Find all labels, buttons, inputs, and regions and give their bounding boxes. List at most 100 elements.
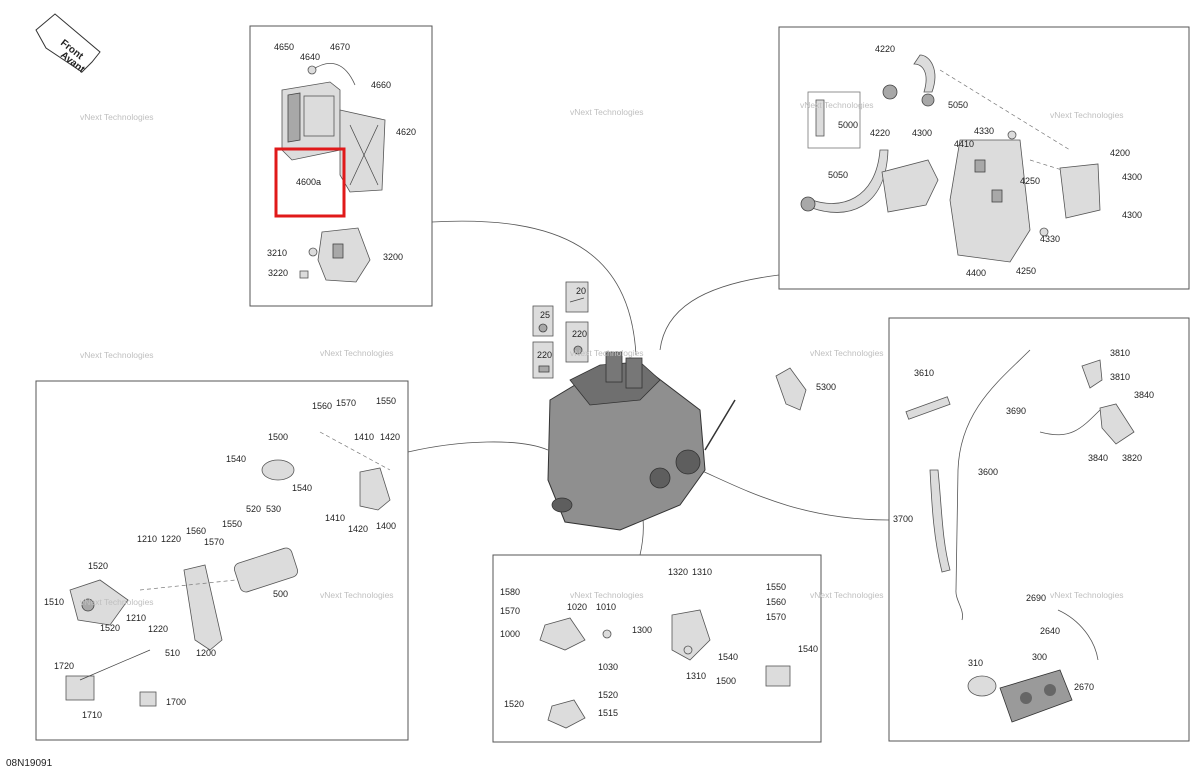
callout-label: 1550 — [222, 519, 242, 529]
callout-label: 2690 — [1026, 593, 1046, 603]
callout-label: 5050 — [828, 170, 848, 180]
callout-label: 300 — [1032, 652, 1047, 662]
panel-throttle-body — [888, 317, 1190, 742]
callout-label: 4620 — [396, 127, 416, 137]
watermark-text: vNext Technologies — [800, 100, 874, 110]
callout-label: 1000 — [500, 629, 520, 639]
watermark-text: vNext Technologies — [570, 107, 644, 117]
callout-label: 1550 — [766, 582, 786, 592]
callout-label: 4330 — [974, 126, 994, 136]
callout-label: 3600 — [978, 467, 998, 477]
callout-label: 4410 — [954, 139, 974, 149]
callout-label: 3840 — [1088, 453, 1108, 463]
watermark-text: vNext Technologies — [320, 590, 394, 600]
engine-block-drawing — [532, 281, 807, 531]
callout-label: 1540 — [226, 454, 246, 464]
callout-label: 1310 — [686, 671, 706, 681]
callout-label: 1720 — [54, 661, 74, 671]
callout-label: 1030 — [598, 662, 618, 672]
callout-label: 1570 — [204, 537, 224, 547]
callout-label: 310 — [968, 658, 983, 668]
callout-label: 1550 — [376, 396, 396, 406]
callout-label: 3690 — [1006, 406, 1026, 416]
callout-label: 4220 — [875, 44, 895, 54]
watermark-text: vNext Technologies — [80, 350, 154, 360]
callout-label: 1580 — [500, 587, 520, 597]
watermark-text: vNext Technologies — [570, 348, 644, 358]
callout-label: 1540 — [718, 652, 738, 662]
callout-label: 3220 — [268, 268, 288, 278]
callout-label: 4640 — [300, 52, 320, 62]
watermark-text: vNext Technologies — [80, 597, 154, 607]
callout-label: 1510 — [44, 597, 64, 607]
callout-label: 1560 — [186, 526, 206, 536]
callout-label: 510 — [165, 648, 180, 658]
callout-label: 1570 — [500, 606, 520, 616]
callout-label: 1570 — [336, 398, 356, 408]
watermark-text: vNext Technologies — [810, 348, 884, 358]
watermark-text: vNext Technologies — [1050, 110, 1124, 120]
callout-label: 4660 — [371, 80, 391, 90]
callout-label: 1520 — [504, 699, 524, 709]
ignition-coil-drawing — [800, 54, 1101, 263]
callout-label: 1420 — [348, 524, 368, 534]
drawing-number: 08N19091 — [6, 758, 53, 769]
panel-starter — [35, 380, 409, 741]
callout-label: 1500 — [716, 676, 736, 686]
callout-label: 220 — [537, 350, 552, 360]
watermark-text: vNext Technologies — [810, 590, 884, 600]
callout-label: 1320 — [668, 567, 688, 577]
callout-label: 25 — [540, 310, 550, 320]
callout-label: 3810 — [1110, 348, 1130, 358]
mount-callouts: 1320 1310 1580 1550 1020 1010 1560 1570 … — [500, 567, 818, 718]
callout-label: 3840 — [1134, 390, 1154, 400]
ignition-callouts: 4220 5050 5000 4220 4300 4330 4410 4200 … — [828, 44, 1142, 278]
callout-label: 4650 — [274, 42, 294, 52]
callout-label: 3700 — [893, 514, 913, 524]
callout-label: 4220 — [870, 128, 890, 138]
watermark-text: vNext Technologies — [1050, 590, 1124, 600]
callout-label: 4250 — [1020, 176, 1040, 186]
starter-assembly-drawing — [65, 431, 391, 707]
callout-label: 20 — [576, 286, 586, 296]
callout-label: 2670 — [1074, 682, 1094, 692]
watermarks: vNext Technologies vNext Technologies vN… — [80, 100, 1124, 607]
callout-label: 1540 — [798, 644, 818, 654]
callout-label: 4300 — [1122, 172, 1142, 182]
callout-label: 3210 — [267, 248, 287, 258]
callout-label: 1515 — [598, 708, 618, 718]
callout-label: 4300 — [912, 128, 932, 138]
highlight-label: 4600a — [296, 177, 321, 187]
panel-ecm — [249, 25, 433, 307]
callout-label: 1570 — [766, 612, 786, 622]
callout-label: 1220 — [148, 624, 168, 634]
ecm-callouts: 4650 4640 4670 4660 4620 3210 3200 3220 — [267, 42, 416, 278]
callout-label: 1520 — [100, 623, 120, 633]
callout-label: 5050 — [948, 100, 968, 110]
callout-label: 3200 — [383, 252, 403, 262]
callout-label: 1220 — [161, 534, 181, 544]
callout-label: 220 — [572, 329, 587, 339]
watermark-text: vNext Technologies — [570, 590, 644, 600]
highlight-box — [274, 147, 346, 218]
callout-label: 530 — [266, 504, 281, 514]
callout-label: 1310 — [692, 567, 712, 577]
callout-label: 1410 — [325, 513, 345, 523]
callout-label: 5000 — [838, 120, 858, 130]
callout-label: 1700 — [166, 697, 186, 707]
engine-mount-drawing — [539, 609, 791, 729]
callout-label: 4300 — [1122, 210, 1142, 220]
callout-label: 1020 — [567, 602, 587, 612]
callout-label: 5300 — [816, 382, 836, 392]
callout-label: 1010 — [596, 602, 616, 612]
callout-label: 1560 — [312, 401, 332, 411]
callout-label: 1560 — [766, 597, 786, 607]
callout-label: 1420 — [380, 432, 400, 442]
callout-label: 3820 — [1122, 453, 1142, 463]
center-callouts: 25 20 220 220 5300 — [537, 286, 836, 392]
callout-label: 1500 — [268, 432, 288, 442]
callout-label: 3810 — [1110, 372, 1130, 382]
callout-label: 1410 — [354, 432, 374, 442]
callout-label: 4400 — [966, 268, 986, 278]
